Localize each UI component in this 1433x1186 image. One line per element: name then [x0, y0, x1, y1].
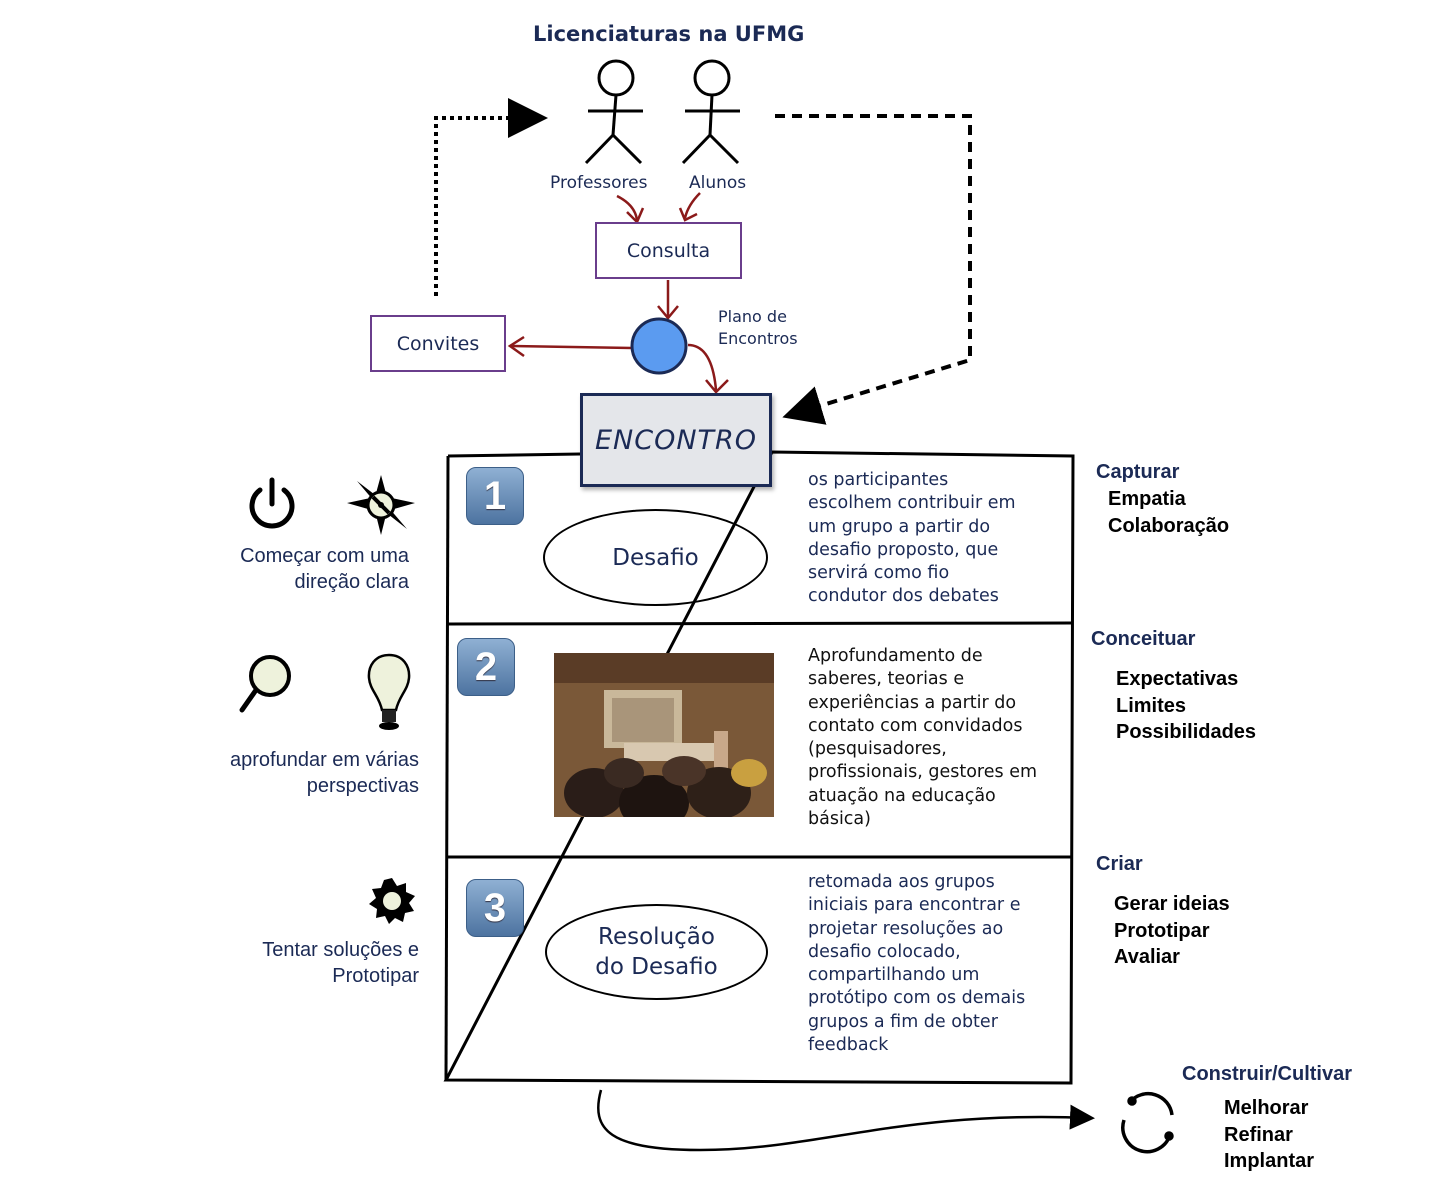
step-2-description: Aprofundamento de saberes, teorias e exp…	[808, 645, 1037, 831]
description-line: retomada aos grupos	[808, 872, 995, 892]
phase-item: Prototipar	[1114, 919, 1210, 942]
phase-item: Empatia	[1108, 488, 1186, 510]
phase-item: Implantar	[1224, 1150, 1315, 1172]
step-1-left-label: Começar com uma direção clara	[200, 543, 409, 595]
description-line: compartilhando um	[808, 965, 980, 986]
description-line: saberes, teorias e	[808, 669, 965, 690]
description-line: iniciais para encontrar e	[808, 895, 1021, 916]
plano-label-line: Encontros	[718, 329, 798, 348]
actor-professores-label: Professores	[550, 173, 648, 193]
photo-illustration	[554, 653, 774, 817]
left-label-line: direção clara	[294, 571, 409, 593]
step-divider	[447, 621, 1073, 626]
description-line: feedback	[808, 1035, 889, 1056]
phase-item: Refinar	[1224, 1123, 1293, 1146]
description-line: experiências a partir do	[808, 692, 1017, 713]
phase-criar-title: Criar	[1096, 853, 1143, 875]
resolucao-oval: Resolução do Desafio	[545, 904, 768, 1000]
left-label-line: aprofundar em várias	[230, 749, 419, 771]
consulta-box: Consulta	[595, 222, 742, 279]
cycle-icon	[1121, 1091, 1174, 1154]
lightbulb-icon	[367, 653, 411, 730]
dashed-participation-arrow	[775, 114, 972, 425]
description-line: os participantes	[808, 470, 949, 490]
left-label-line: perspectivas	[306, 775, 419, 797]
phase-item: Colaboração	[1108, 514, 1230, 537]
phase-construir-title: Construir/Cultivar	[1182, 1063, 1353, 1085]
description-line: profissionais, gestores em	[808, 762, 1038, 783]
desafio-oval: Desafio	[543, 509, 768, 606]
description-line: projetar resoluções ao	[808, 918, 1004, 939]
description-line: Aprofundamento de	[808, 646, 983, 666]
convites-box: Convites	[370, 315, 506, 372]
red-flow-arrows	[507, 192, 729, 394]
compass-icon	[347, 475, 415, 535]
actor-alunos-figure	[681, 59, 740, 165]
plano-label-line: Plano de	[718, 307, 787, 326]
step-2-left-label: aprofundar em várias perspectivas	[200, 747, 419, 799]
phase-construir-items: Melhorar Refinar Implantar	[1224, 1095, 1314, 1175]
magnifier-icon	[239, 655, 291, 713]
phase-item: Avaliar	[1114, 946, 1180, 968]
gear-icon	[369, 878, 415, 924]
description-line: escolhem contribuir em	[808, 493, 1016, 514]
diagram-title: Licenciaturas na UFMG	[533, 22, 805, 46]
plano-de-encontros-node	[630, 317, 688, 375]
description-line: servirá como fio	[808, 563, 950, 584]
phase-criar-items: Gerar ideias Prototipar Avaliar	[1114, 891, 1230, 971]
step-3-badge: 3	[466, 879, 524, 937]
step-divider	[444, 455, 450, 1081]
phase-item: Expectativas	[1116, 668, 1239, 690]
step-2-badge: 2	[457, 638, 515, 696]
phase-capturar-title: Capturar	[1096, 461, 1180, 483]
iteration-arrow	[597, 1089, 1095, 1152]
description-line: grupos a fim de obter	[808, 1011, 998, 1032]
description-line: desafio colocado,	[808, 941, 961, 962]
description-line: (pesquisadores,	[808, 739, 947, 760]
description-line: básica)	[808, 809, 871, 830]
actor-professores-figure	[584, 59, 643, 165]
description-line: desafio proposto, que	[808, 539, 999, 560]
description-line: protótipo com os demais	[808, 988, 1026, 1009]
phase-item: Melhorar	[1224, 1097, 1309, 1119]
left-label-line: Tentar soluções e	[262, 939, 419, 961]
step-3-description: retomada aos grupos iniciais para encont…	[808, 871, 1025, 1057]
step-1-description: os participantes escolhem contribuir em …	[808, 469, 1016, 609]
phase-item: Limites	[1116, 694, 1187, 717]
plano-de-encontros-label: Plano de Encontros	[718, 306, 798, 350]
conference-audience-photo	[554, 653, 774, 817]
phase-item: Gerar ideias	[1114, 893, 1230, 915]
step-1-badge: 1	[466, 467, 524, 525]
phase-conceituar-title: Conceituar	[1091, 628, 1196, 650]
oval-line: Resolução	[598, 924, 715, 950]
phase-capturar-items: Empatia Colaboração	[1108, 486, 1229, 539]
encontro-box: ENCONTRO	[580, 393, 772, 487]
phase-conceituar-items: Expectativas Limites Possibilidades	[1116, 666, 1256, 746]
encontro-frame	[443, 450, 1075, 1085]
left-label-line: Prototipar	[332, 965, 419, 987]
oval-line: do Desafio	[595, 954, 718, 980]
phase-item: Possibilidades	[1116, 721, 1257, 743]
dotted-feedback-arrow	[434, 98, 548, 296]
left-label-line: Começar com uma	[240, 545, 409, 567]
description-line: contato com convidados	[808, 715, 1023, 736]
step-3-left-label: Tentar soluções e Prototipar	[200, 937, 419, 989]
description-line: um grupo a partir do	[808, 516, 991, 537]
power-icon	[249, 477, 295, 529]
description-line: condutor dos debates	[808, 586, 999, 607]
description-line: atuação na educação	[808, 785, 996, 806]
actor-alunos-label: Alunos	[689, 173, 747, 193]
